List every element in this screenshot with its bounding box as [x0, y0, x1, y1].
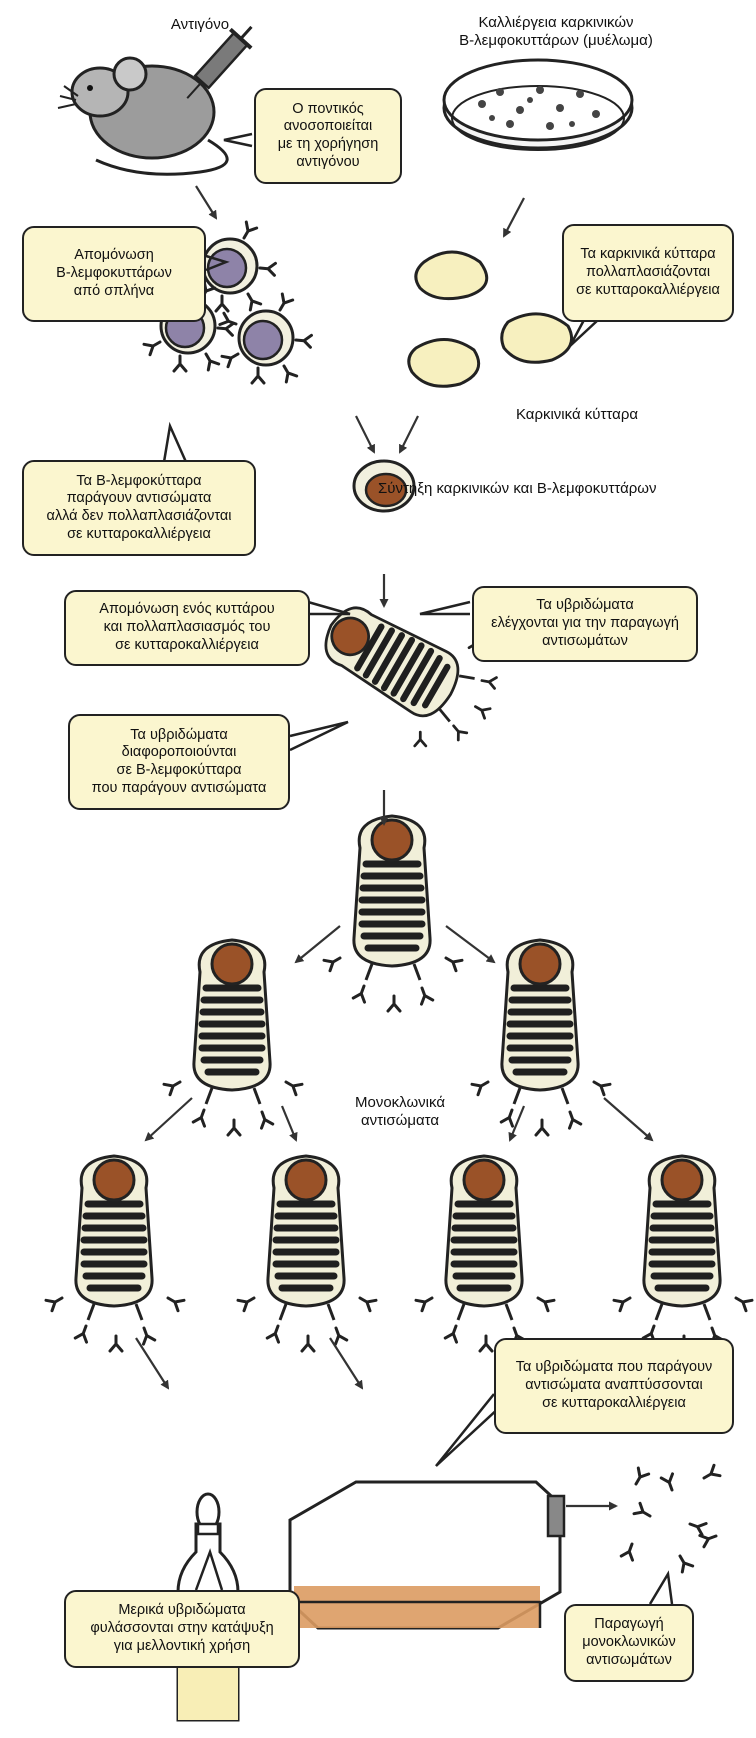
box-line: φυλάσσονται στην κατάψυξη [90, 1620, 274, 1637]
flow-arrows [135, 185, 654, 1511]
hybridoma-clones [46, 816, 752, 1351]
box-line: που παράγουν αντισώματα [91, 779, 267, 796]
antibody-icon [619, 1463, 722, 1574]
syringe-icon [186, 25, 253, 99]
box-line: αντισωμάτων [586, 1651, 672, 1668]
box-line: αντισώματα αναπτύσσονται [525, 1377, 703, 1394]
box-line: Τα Β-λεμφοκύτταρα [76, 472, 202, 489]
cancer-cells-group [407, 250, 573, 388]
petri-dish-icon [442, 58, 634, 151]
box-line: σε κυτταροκαλλιέργεια [576, 281, 720, 298]
label-monoclonal-line1: Μονοκλωνικά [355, 1094, 445, 1111]
box-line: παράγουν αντισώματα [66, 490, 212, 507]
box-line: Τα καρκινικά κύτταρα [580, 246, 716, 263]
label-cancer-cells: Καρκινικά κύτταρα [515, 406, 639, 423]
box-line: διαφοροποιούνται [121, 744, 237, 761]
box-line: αντιγόνου [296, 153, 360, 170]
box-line: Ο ποντικός [292, 100, 364, 117]
label-culture-title: Καλλιέργεια καρκινικών Β-λεμφοκυττάρων (… [416, 14, 696, 51]
label-culture-line2: Β-λεμφοκυττάρων (μυέλωμα) [459, 32, 653, 50]
box-line: ελέγχονται για την παραγωγή [491, 615, 679, 632]
box-line: πολλαπλασιάζονται [585, 264, 711, 281]
box-line: σε κυτταροκαλλιέργεια [67, 525, 211, 542]
label-antigen: Αντιγόνο [170, 16, 230, 33]
mouse-icon [57, 56, 229, 176]
box-line: Τα υβριδώματα που παράγουν [515, 1359, 713, 1376]
box-line: Β-λεμφοκυττάρων [56, 265, 172, 282]
box-line: Τα υβριδώματα [130, 726, 228, 743]
box-line: Τα υβριδώματα [536, 597, 634, 614]
box-line: μονοκλωνικών [582, 1634, 676, 1651]
label-monoclonal: Μονοκλωνικά αντισώματα [330, 1094, 470, 1131]
box-line: και πολλαπλασιασμός του [103, 619, 271, 636]
box-line: Απομόνωση [74, 247, 154, 264]
box-line: αντισωμάτων [542, 632, 628, 649]
box-line: Παραγωγή [594, 1616, 664, 1633]
fused-cell [352, 459, 416, 513]
label-fusion: Σύντηξη καρκινικών και Β-λεμφοκυττάρων [378, 480, 657, 497]
callout-pointers [162, 132, 674, 1605]
box-line: με τη χορήγηση [277, 136, 379, 152]
box-line: από σπλήνα [73, 282, 155, 299]
box-line: σε κυτταροκαλλιέργεια [542, 1394, 686, 1411]
label-monoclonal-line2: αντισώματα [360, 1112, 440, 1130]
box-line: Απομόνωση ενός κυττάρου [99, 601, 275, 618]
box-line: για μελλοντική χρήση [113, 1637, 251, 1654]
box-line: σε Β-λεμφοκύτταρα [116, 762, 242, 778]
box-line: ανοσοποιείται [283, 118, 373, 135]
culture-flask-icon [288, 1480, 566, 1630]
box-line: σε κυτταροκαλλιέργεια [115, 636, 259, 653]
label-culture-line1: Καλλιέργεια καρκινικών [478, 14, 634, 31]
box-line: Μερικά υβριδώματα [118, 1602, 246, 1619]
box-line: αλλά δεν πολλαπλασιάζονται [46, 508, 232, 524]
